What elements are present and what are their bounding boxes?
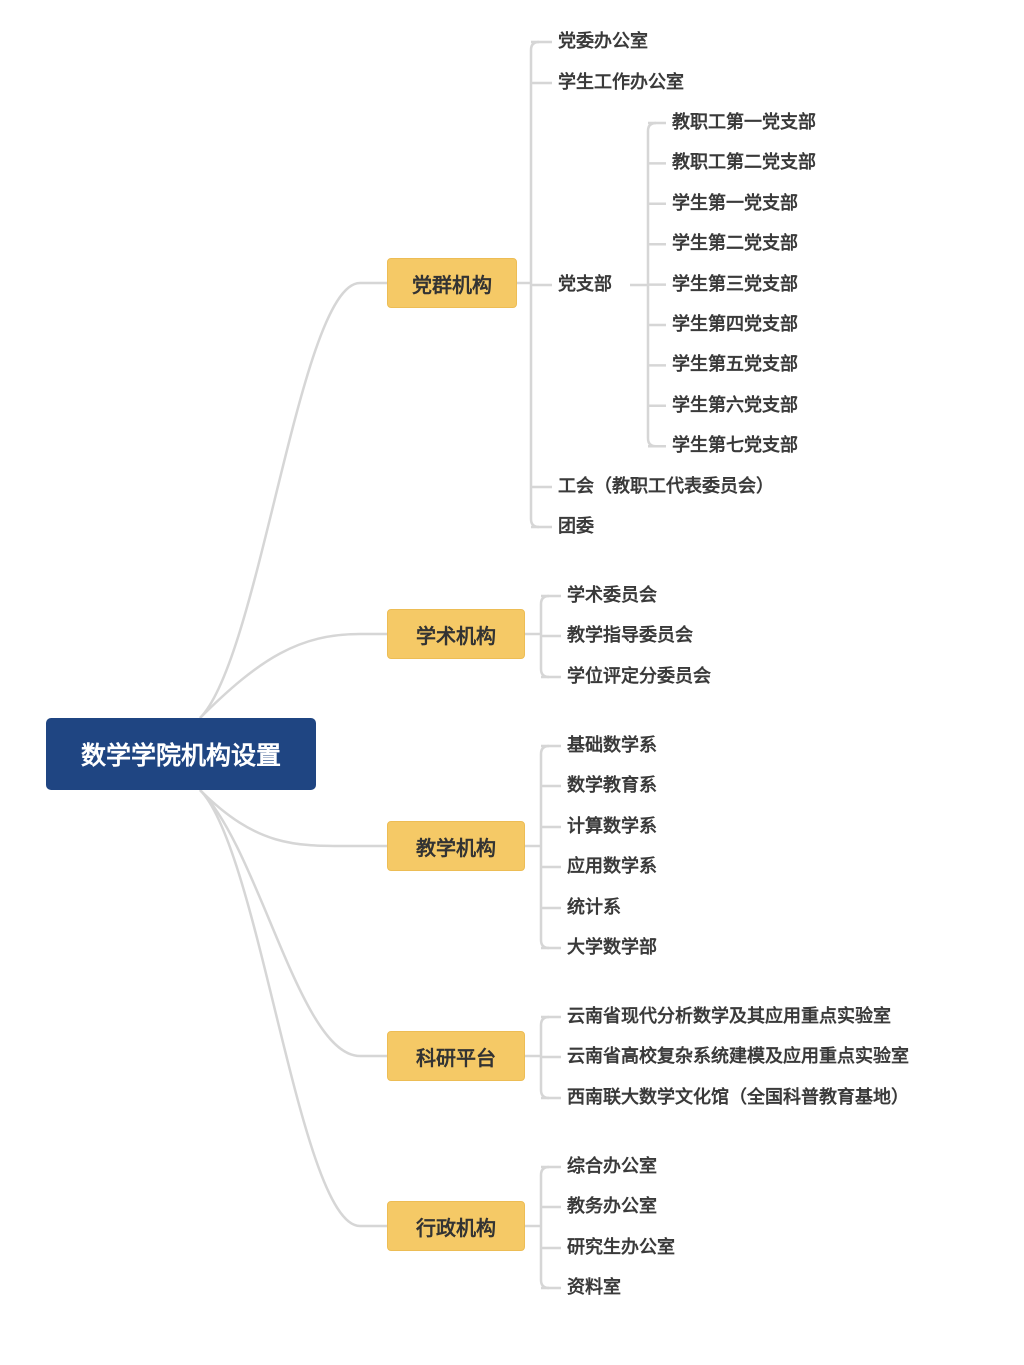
root-node[interactable]: 数学学院机构设置 bbox=[46, 718, 316, 790]
root-connector bbox=[199, 789, 387, 848]
leaf-node[interactable]: 工会（教职工代表委员会） bbox=[558, 476, 774, 497]
leaf-node[interactable]: 计算数学系 bbox=[567, 816, 657, 837]
sub-leaf-node[interactable]: 学生第一党支部 bbox=[672, 192, 798, 214]
leaf-node[interactable]: 数学教育系 bbox=[567, 775, 657, 796]
leaf-node[interactable]: 基础数学系 bbox=[567, 735, 657, 756]
branch-node[interactable]: 行政机构 bbox=[387, 1201, 525, 1251]
leaf-node[interactable]: 西南联大数学文化馆（全国科普教育基地） bbox=[567, 1087, 909, 1108]
sub-leaf-node[interactable]: 学生第二党支部 bbox=[672, 233, 798, 255]
sub-leaf-node[interactable]: 教职工第一党支部 bbox=[672, 112, 816, 133]
root-connector bbox=[199, 632, 387, 719]
sub-leaf-node[interactable]: 学生第四党支部 bbox=[672, 314, 798, 335]
branch-connector-bracket bbox=[539, 1165, 550, 1290]
leaf-node[interactable]: 教学指导委员会 bbox=[567, 625, 693, 646]
leaf-node[interactable]: 云南省现代分析数学及其应用重点实验室 bbox=[567, 1006, 891, 1027]
leaf-node[interactable]: 综合办公室 bbox=[567, 1156, 657, 1177]
root-connector bbox=[199, 789, 387, 1058]
leaf-node[interactable]: 学生工作办公室 bbox=[558, 72, 684, 93]
leaf-node[interactable]: 团委 bbox=[558, 516, 594, 537]
branch-node[interactable]: 党群机构 bbox=[387, 258, 517, 308]
sub-leaf-node[interactable]: 教职工第二党支部 bbox=[672, 152, 816, 174]
leaf-node[interactable]: 党委办公室 bbox=[558, 31, 648, 52]
branch-connector-bracket bbox=[539, 744, 550, 950]
leaf-node[interactable]: 统计系 bbox=[567, 897, 621, 918]
leaf-node[interactable]: 资料室 bbox=[567, 1277, 621, 1298]
root-connector bbox=[199, 281, 387, 719]
branch-node[interactable]: 科研平台 bbox=[387, 1031, 525, 1081]
sub-leaf-node[interactable]: 学生第六党支部 bbox=[672, 394, 798, 416]
leaf-node[interactable]: 应用数学系 bbox=[567, 856, 657, 877]
branch-node[interactable]: 学术机构 bbox=[387, 609, 525, 659]
sub-leaf-node[interactable]: 学生第五党支部 bbox=[672, 354, 798, 376]
sub-leaf-node[interactable]: 学生第七党支部 bbox=[672, 435, 798, 457]
leaf-node[interactable]: 学术委员会 bbox=[567, 585, 657, 606]
leaf-node[interactable]: 教务办公室 bbox=[567, 1196, 657, 1217]
leaf-node[interactable]: 大学数学部 bbox=[567, 937, 657, 958]
sub-leaf-node[interactable]: 学生第三党支部 bbox=[672, 273, 798, 295]
leaf-node[interactable]: 研究生办公室 bbox=[567, 1237, 675, 1258]
leaf-node[interactable]: 党支部 bbox=[558, 274, 612, 295]
leaf-node[interactable]: 云南省高校复杂系统建模及应用重点实验室 bbox=[567, 1046, 909, 1067]
leaf-node[interactable]: 学位评定分委员会 bbox=[567, 666, 711, 687]
branch-node[interactable]: 教学机构 bbox=[387, 821, 525, 871]
root-connector bbox=[199, 789, 387, 1228]
